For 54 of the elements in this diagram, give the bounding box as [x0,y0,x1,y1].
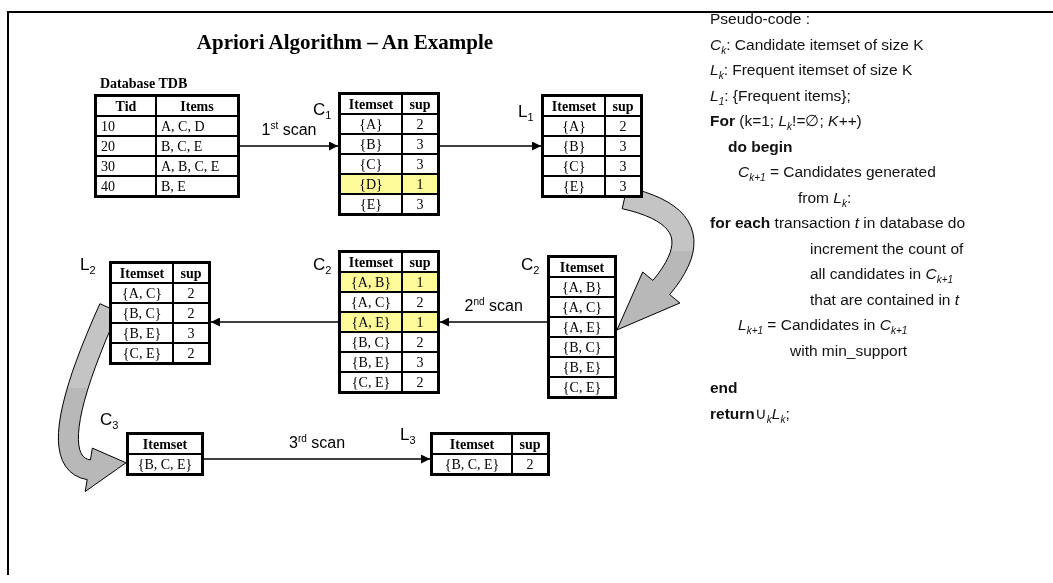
table-cell: {B, E} [339,352,402,372]
data-table [338,92,440,216]
table-cell: 30 [95,156,156,176]
table-cell: {B} [339,134,402,154]
table-cell: {B, E} [110,323,173,343]
table-cell: {A, B} [339,272,402,292]
table-cell: {B, C} [110,303,173,323]
arrow [439,317,548,327]
data-table [541,94,643,198]
set-label: C$_{2}$ [313,255,332,277]
pseudo-code-line: C$_{k+1}$ = Candidates generated from L$_{k}$: [737,162,937,210]
column-header: Itemset [110,262,173,283]
data-table [109,261,211,365]
table-cell: {A} [542,116,605,136]
diagram-title: Apriori Algorithm – An Example [195,30,495,55]
column-header: Itemset [339,93,402,114]
set-label: L$_{3}$ [400,425,416,447]
pseudo-code-heading: Pseudo-code : [710,9,811,29]
table-cell: {D} [339,174,402,194]
arrow [439,141,542,151]
table-cell: {C} [542,156,605,176]
table-cell: 10 [95,116,156,136]
pseudo-code-line: L$_{k}$: Frequent itemset of size K [710,60,914,83]
table-cell: {A, E} [339,312,402,332]
data-table [430,432,550,476]
column-header: Itemset [431,433,512,454]
pseudo-code-line: C$_{k}$: Candidate itemset of size K [710,34,925,57]
pseudo-code-line: return∪$_{k}$L$_{k}$; [710,403,791,426]
arrow [239,141,339,151]
data-table [126,432,204,476]
set-label: C$_{3}$ [100,410,119,432]
pseudo-code-line: For (k=1; L$_{k}$!=∅; K++) [710,111,863,134]
pseudo-code-line: end [710,378,739,398]
pseudo-code-line: L$_{1}$: {Frequent items}; [710,85,852,108]
data-table [547,255,617,399]
data-table [338,250,440,394]
arrow [203,454,431,464]
pseudo-code-line: do begin [727,136,794,157]
set-label: L$_{2}$ [80,255,96,277]
arrow [210,317,339,327]
table-heading: Database TDB [100,76,188,92]
column-header: Tid [95,95,156,116]
pseudo-code-line: L$_{k+1}$ = Candidates in C$_{k+1}$ with min_support [737,315,909,361]
set-label: L$_{1}$ [518,102,534,124]
column-header: Itemset [542,95,605,116]
data-table [94,94,240,198]
table-cell: {A} [339,114,402,134]
pseudo-code-line: for each transaction t in database do increment the count of all candidates in C$_{k+1}$ that are contained in t [710,213,967,310]
set-label: C$_{2}$ [521,255,540,277]
table-cell: {B} [542,136,605,156]
set-label: C$_{1}$ [313,100,332,122]
table-cell: {B, C} [339,332,402,352]
table-cell: {A, C} [110,283,173,303]
table-cell: 20 [95,136,156,156]
